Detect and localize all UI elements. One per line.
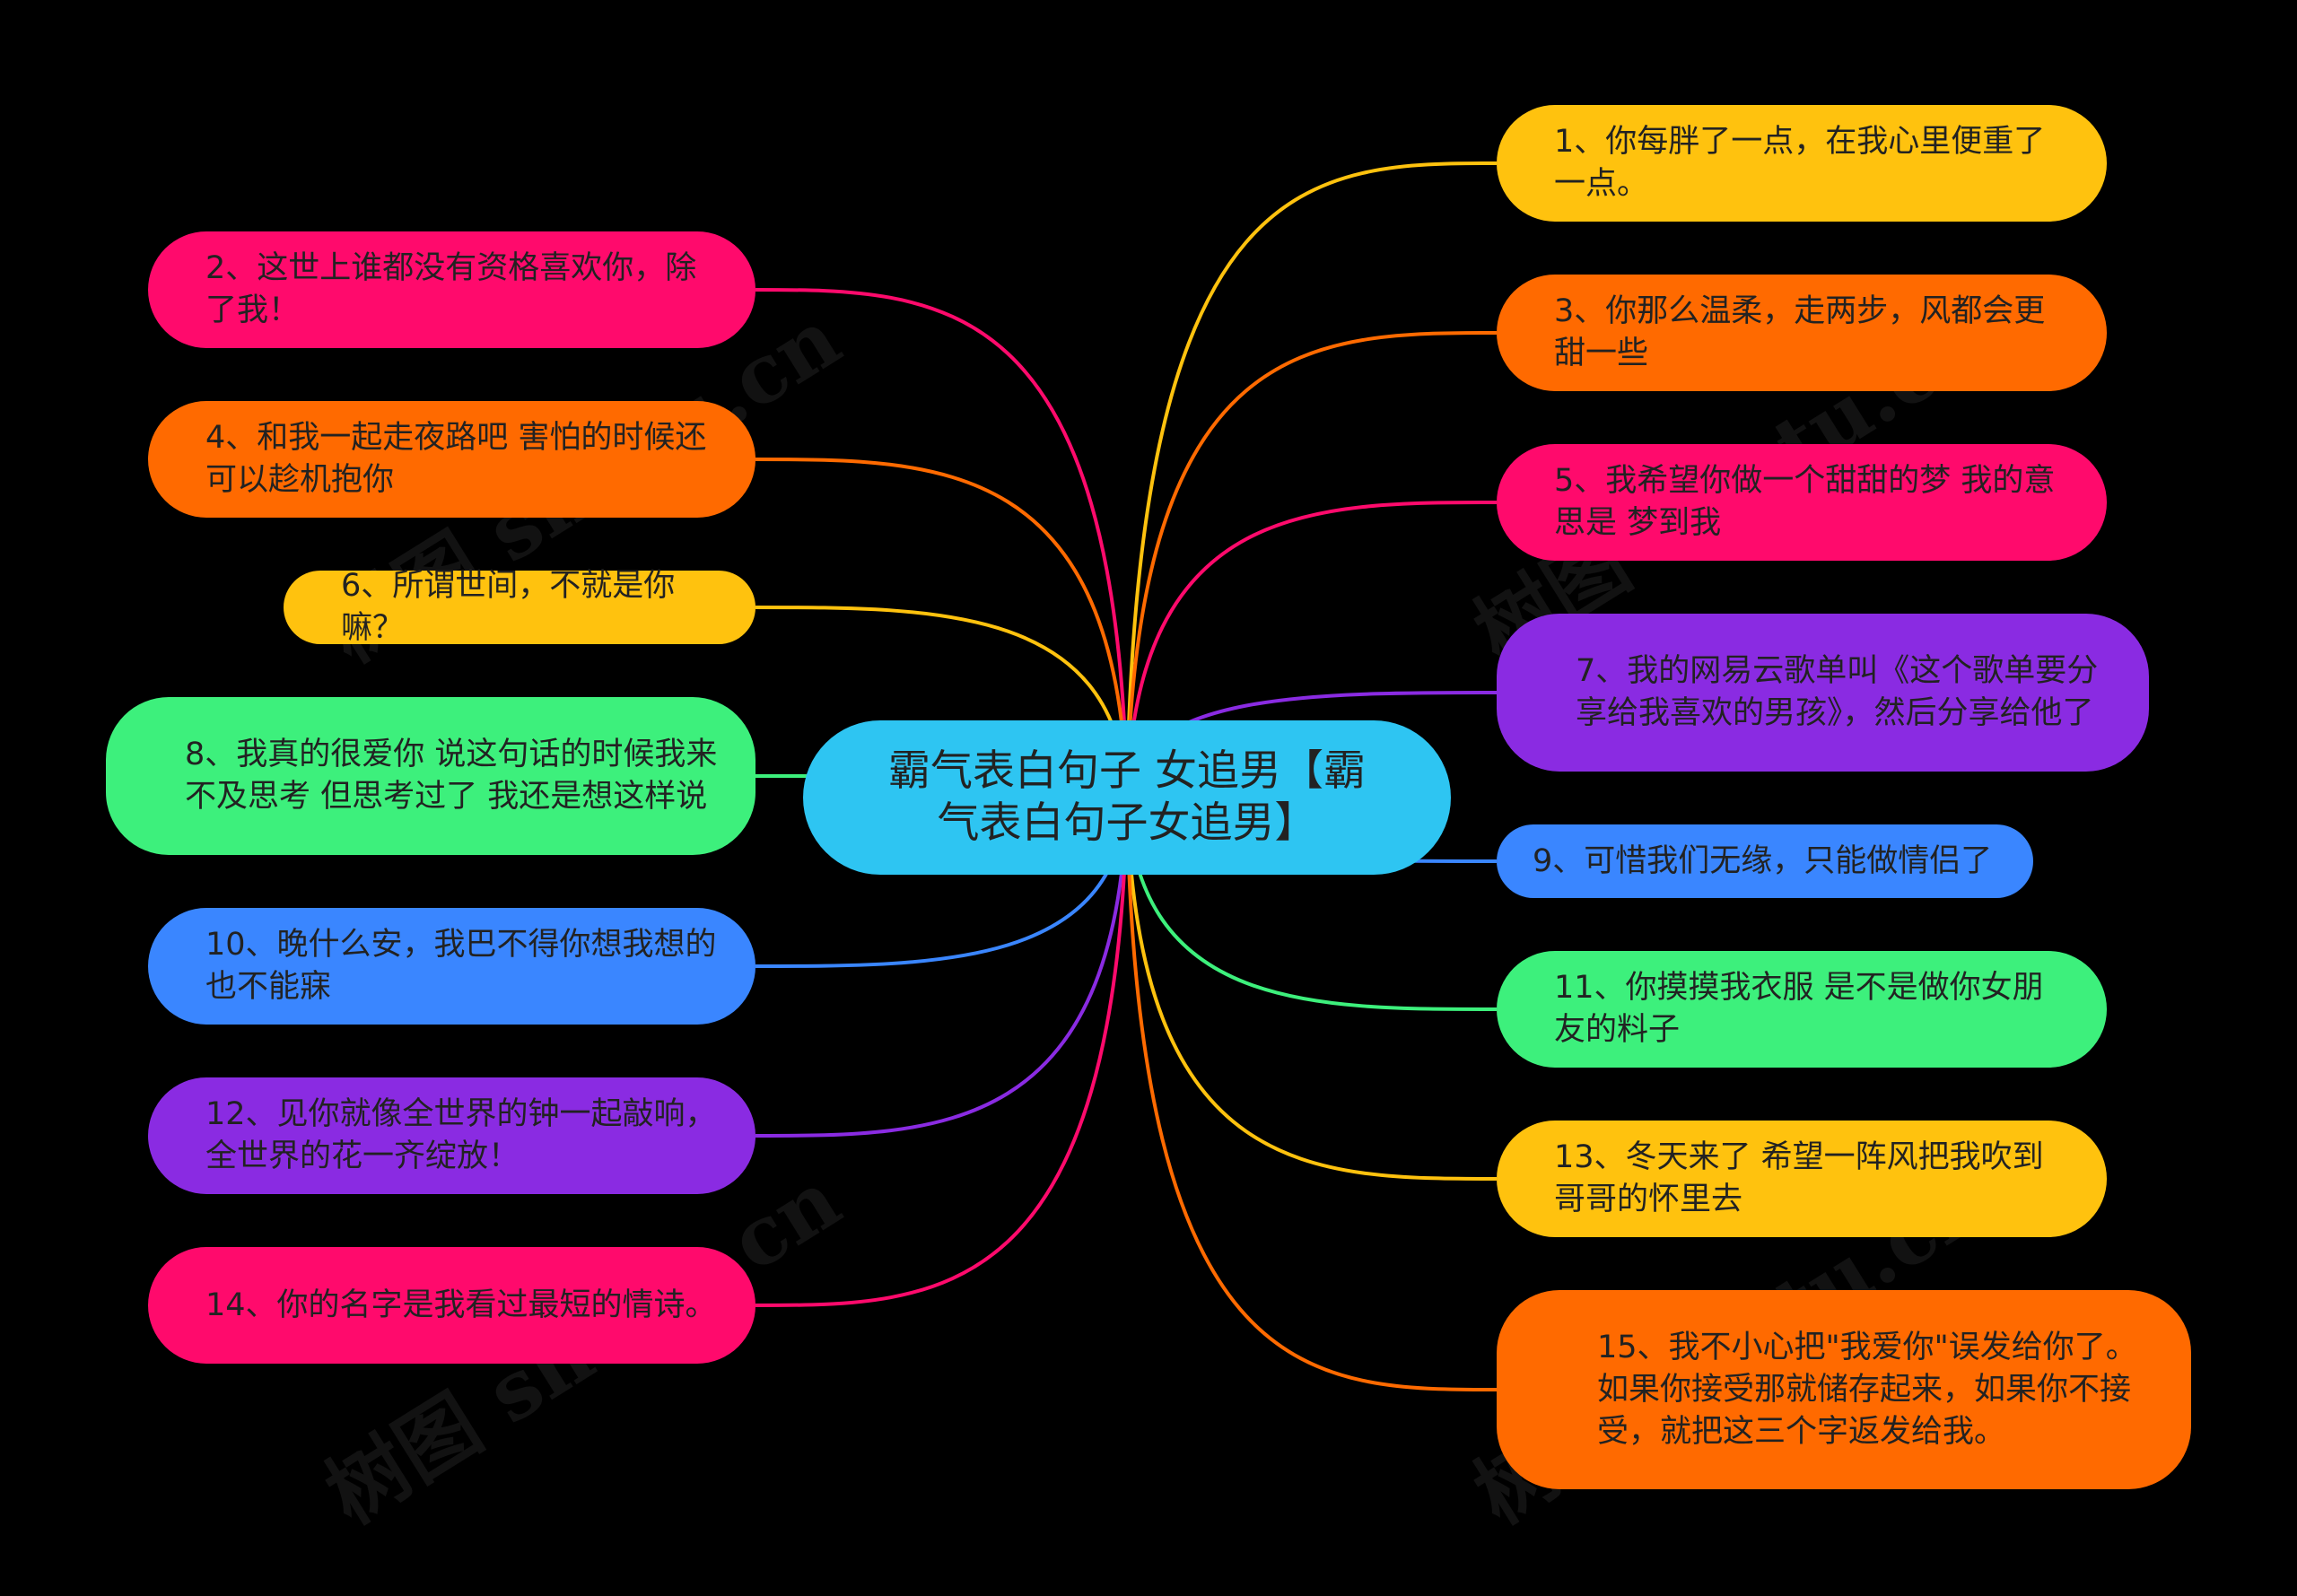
branch-node-15[interactable]: 15、我不小心把"我爱你"误发给你了。如果你接受那就储存起来，如果你不接受，就把… <box>1497 1290 2191 1489</box>
central-topic[interactable]: 霸气表白句子 女追男【霸气表白句子女追男】 <box>803 720 1451 875</box>
connector-line <box>755 797 1129 1307</box>
connector-line <box>1125 161 1498 798</box>
connector-line <box>1125 331 1498 798</box>
branch-node-10[interactable]: 10、晚什么安，我巴不得你想我想的也不能寐 <box>148 908 755 1025</box>
branch-node-14[interactable]: 14、你的名字是我看过最短的情诗。 <box>148 1247 755 1364</box>
branch-node-text: 1、你每胖了一点，在我心里便重了一点。 <box>1554 124 2046 202</box>
branch-node-6[interactable]: 6、所谓世间，不就是你嘛？ <box>284 568 755 646</box>
branch-node-4[interactable]: 4、和我一起走夜路吧 害怕的时候还可以趁机抱你 <box>148 401 755 518</box>
central-topic-text: 霸气表白句子 女追男【霸气表白句子女追男】 <box>888 746 1366 848</box>
branch-node-text: 10、晚什么安，我巴不得你想我想的也不能寐 <box>205 927 717 1005</box>
connector-line <box>755 797 1129 1138</box>
branch-node-5[interactable]: 5、我希望你做一个甜甜的梦 我的意思是 梦到我 <box>1497 444 2107 561</box>
branch-node-text: 13、冬天来了 希望一阵风把我吹到哥哥的怀里去 <box>1554 1139 2044 1217</box>
connector-line <box>1125 501 1498 798</box>
branch-node-text: 14、你的名字是我看过最短的情诗。 <box>205 1286 717 1323</box>
branch-node-9[interactable]: 9、可惜我们无缘，只能做情侣了 <box>1497 824 2033 898</box>
connector-line <box>1125 797 1498 1011</box>
branch-node-1[interactable]: 1、你每胖了一点，在我心里便重了一点。 <box>1497 105 2107 222</box>
branch-node-3[interactable]: 3、你那么温柔，走两步，风都会更甜一些 <box>1497 275 2107 391</box>
branch-node-12[interactable]: 12、见你就像全世界的钟一起敲响，全世界的花一齐绽放！ <box>148 1077 755 1194</box>
branch-node-text: 2、这世上谁都没有资格喜欢你，除了我！ <box>205 250 697 328</box>
branch-node-text: 15、我不小心把"我爱你"误发给你了。如果你接受那就储存起来，如果你不接受，就把… <box>1597 1329 2137 1450</box>
branch-node-text: 9、可惜我们无缘，只能做情侣了 <box>1533 842 1993 879</box>
connector-line <box>1125 797 1498 1181</box>
branch-node-text: 11、你摸摸我衣服 是不是做你女朋友的料子 <box>1554 970 2044 1048</box>
branch-node-13[interactable]: 13、冬天来了 希望一阵风把我吹到哥哥的怀里去 <box>1497 1121 2107 1237</box>
branch-node-text: 12、见你就像全世界的钟一起敲响，全世界的花一齐绽放！ <box>205 1096 717 1174</box>
branch-node-11[interactable]: 11、你摸摸我衣服 是不是做你女朋友的料子 <box>1497 951 2107 1068</box>
branch-node-8[interactable]: 8、我真的很爱你 说这句话的时候我来不及思考 但思考过了 我还是想这样说 <box>106 697 755 855</box>
branch-node-text: 3、你那么温柔，走两步，风都会更甜一些 <box>1554 293 2046 371</box>
branch-node-text: 6、所谓世间，不就是你嘛？ <box>341 568 676 646</box>
branch-node-2[interactable]: 2、这世上谁都没有资格喜欢你，除了我！ <box>148 231 755 348</box>
branch-node-text: 7、我的网易云歌单叫《这个歌单要分享给我喜欢的男孩》，然后分享给他了 <box>1576 653 2099 731</box>
branch-node-text: 8、我真的很爱你 说这句话的时候我来不及思考 但思考过了 我还是想这样说 <box>185 737 718 815</box>
connector-line <box>1125 797 1498 1391</box>
connector-line <box>755 458 1129 798</box>
branch-node-7[interactable]: 7、我的网易云歌单叫《这个歌单要分享给我喜欢的男孩》，然后分享给他了 <box>1497 614 2149 772</box>
branch-node-text: 4、和我一起走夜路吧 害怕的时候还可以趁机抱你 <box>205 420 707 498</box>
branch-node-text: 5、我希望你做一个甜甜的梦 我的意思是 梦到我 <box>1554 463 2056 541</box>
connector-line <box>755 288 1129 798</box>
